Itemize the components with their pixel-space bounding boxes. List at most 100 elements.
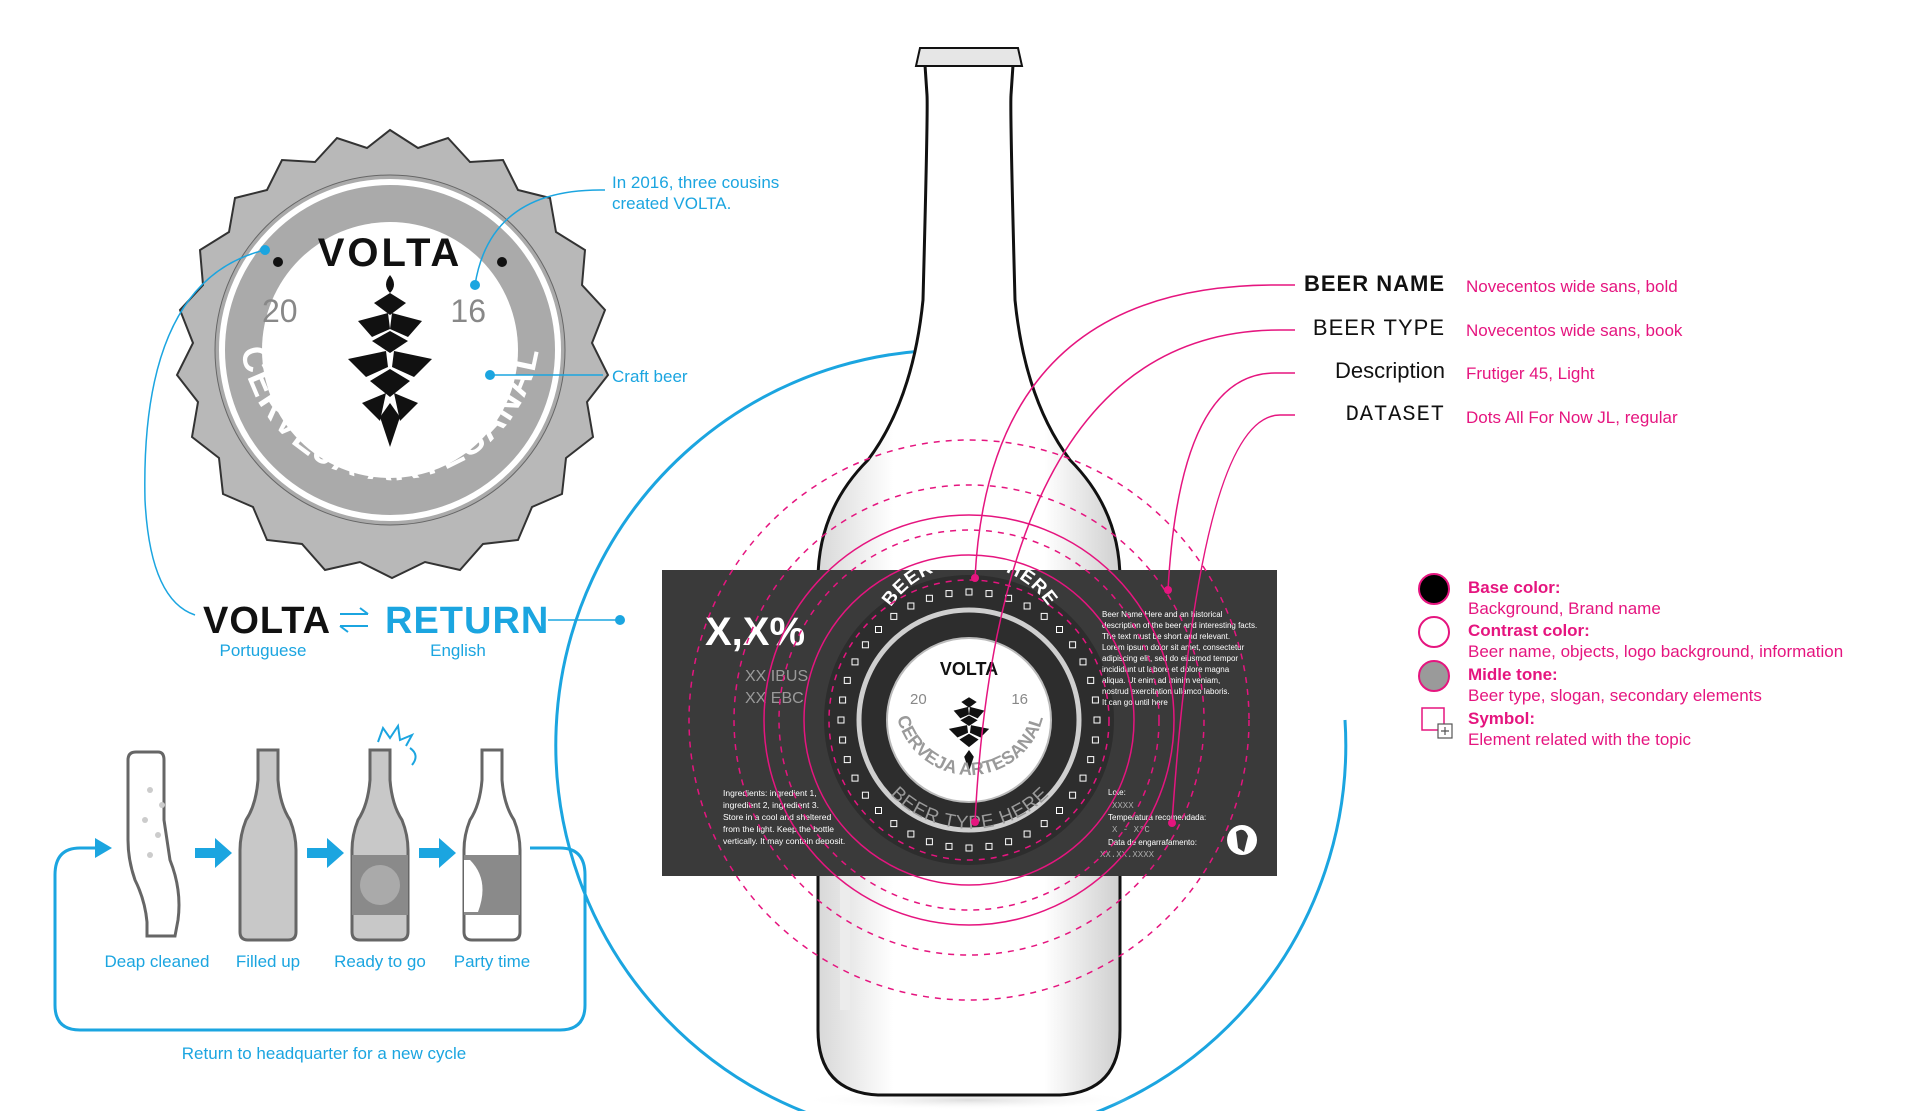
label-date-value: XX.XX.XXXX	[1100, 850, 1155, 860]
label-ingredients-line: Store in a cool and sheltered	[723, 812, 831, 822]
label-description-line: aliqua. Ut enim ad minim veniam,	[1102, 676, 1220, 685]
label-temp-value: X - X°C	[1112, 825, 1150, 835]
label-dot	[1069, 641, 1077, 649]
label-dot	[875, 626, 882, 633]
label-date-label: Data de engarrafamento:	[1108, 838, 1197, 847]
cap-history-note: In 2016, three cousins created VOLTA.	[612, 172, 779, 214]
label-abv: X,X%	[705, 610, 805, 654]
label-description-line: The text must be short and relevant.	[1102, 632, 1230, 641]
font-sample-beer-name: BEER NAME	[1303, 271, 1445, 296]
cap-history-line-2: created VOLTA.	[612, 194, 732, 213]
label-dot	[945, 590, 953, 598]
cap-craft-note: Craft beer	[612, 367, 688, 386]
label-dot	[965, 588, 973, 596]
cap-history-line-1: In 2016, three cousins	[612, 173, 780, 192]
step-label-party: Party time	[453, 952, 531, 971]
label-description: Beer Name Here and an historical descript…	[1102, 610, 1257, 707]
typography-guide-dots	[971, 574, 1176, 827]
bottle-cap-crown	[914, 47, 1024, 67]
label-dot	[843, 676, 851, 684]
step-label-cleaned: Deap cleaned	[104, 952, 210, 971]
legend-base: Base color: Background, Brand name	[1468, 577, 1661, 619]
label-lot-value: XXXX	[1112, 801, 1134, 811]
font-sample-dataset: DATASET	[1345, 402, 1445, 427]
cap-brand: VOLTA	[318, 231, 463, 275]
label-temp-label: Temperatura recomendada:	[1108, 813, 1206, 822]
label-dot	[851, 774, 859, 782]
bottle-cap: VOLTA 20 16 CERVEJA ARTESANAL	[175, 128, 610, 580]
label-ingredients-line: vertically. It may contain deposit.	[723, 836, 845, 846]
label-dot	[925, 594, 933, 602]
font-sample-beer-type: BEER TYPE	[1312, 315, 1445, 340]
label-description-line: Beer Name Here and an historical	[1102, 610, 1223, 619]
font-spec-beer-type: Novecentos wide sans, book	[1466, 321, 1683, 340]
label-dot	[837, 716, 845, 724]
label-dot	[1023, 830, 1031, 838]
cap-white-ring	[219, 179, 561, 521]
cap-year-right: 16	[450, 293, 486, 329]
label-ingredients-line: ingredient 2, ingredient 3.	[723, 800, 819, 810]
label-dot	[890, 612, 898, 620]
font-spec-dataset: Dots All For Now JL, regular	[1466, 408, 1678, 427]
symbol-icon	[1421, 707, 1445, 731]
legend-base-title: Base color:	[1468, 578, 1561, 597]
label-dot	[985, 842, 993, 850]
font-sample-description: Description	[1334, 358, 1445, 383]
label-dot	[851, 658, 859, 666]
lang-english: English	[430, 641, 486, 660]
label-dot	[945, 842, 953, 850]
label-dot	[839, 696, 847, 704]
label-dot	[1040, 820, 1048, 828]
cap-annotation-lines	[144, 189, 605, 616]
label-description-line: nostrud exercitation ullamco laboris.	[1102, 687, 1230, 696]
label-description-line: It can go until here	[1102, 698, 1168, 707]
label-dot	[861, 791, 869, 799]
label-dot	[1005, 838, 1013, 846]
label-dot	[985, 590, 993, 598]
label-dot	[890, 820, 898, 828]
label-brand: VOLTA	[940, 659, 998, 679]
label-dot	[907, 830, 915, 838]
pop-burst-icon	[377, 723, 415, 747]
label-dot-pattern	[837, 588, 1101, 852]
step-label-ready: Ready to go	[334, 952, 426, 971]
word-return: RETURN	[385, 600, 550, 642]
label-year-left: 20	[910, 691, 927, 708]
label-dot	[1079, 658, 1087, 666]
step-bottle-filled	[238, 748, 298, 942]
legend-midtone-desc: Beer type, slogan, secondary elements	[1468, 686, 1762, 705]
legend-symbol: Symbol: Element related with the topic	[1468, 708, 1691, 750]
cycle-loop-label: Return to headquarter for a new cycle	[181, 1044, 467, 1063]
label-dot	[965, 844, 973, 852]
font-spec-beer-name: Novecentos wide sans, bold	[1466, 277, 1678, 296]
step-arrows	[195, 838, 456, 868]
label-dot	[839, 736, 847, 744]
label-dot	[843, 756, 851, 764]
label-dot	[1091, 696, 1099, 704]
label-dot	[1091, 736, 1099, 744]
label-description-line: incididunt ut labore et dolore magna	[1102, 665, 1230, 674]
label-hop-icon	[948, 697, 990, 772]
legend-base-desc: Background, Brand name	[1468, 599, 1661, 618]
legend-swatches	[1418, 573, 1453, 739]
label-ebc: XX EBC	[745, 690, 804, 707]
lang-portuguese: Portuguese	[219, 641, 307, 660]
swatch-base	[1418, 573, 1450, 605]
cycle-circle-arc	[554, 348, 1348, 1111]
label-dot	[907, 602, 915, 610]
label-description-line: adipiscing elit, sed do eiusmod tempor	[1102, 654, 1238, 663]
label-description-line: description of the beer and interesting …	[1102, 621, 1257, 630]
label-ibus: XX IBUS	[745, 668, 808, 685]
label-dot	[1079, 774, 1087, 782]
label-ingredients-line: Ingredients: ingredient 1,	[723, 788, 817, 798]
legend-midtone: Midle tone: Beer type, slogan, secondary…	[1468, 664, 1762, 706]
label-description-line: Lorem ipsum dolor sit amet, consectetur	[1102, 643, 1245, 652]
label-year-right: 16	[1011, 691, 1028, 708]
cap-dot-left	[273, 257, 283, 267]
step-bottle-party	[462, 748, 522, 942]
label-dot	[925, 838, 933, 846]
swap-arrows-icon	[339, 607, 369, 633]
cap-dot-right	[497, 257, 507, 267]
label-ingredients-line: from the light. Keep the bottle	[723, 824, 834, 834]
legend-contrast-title: Contrast color:	[1468, 621, 1590, 640]
